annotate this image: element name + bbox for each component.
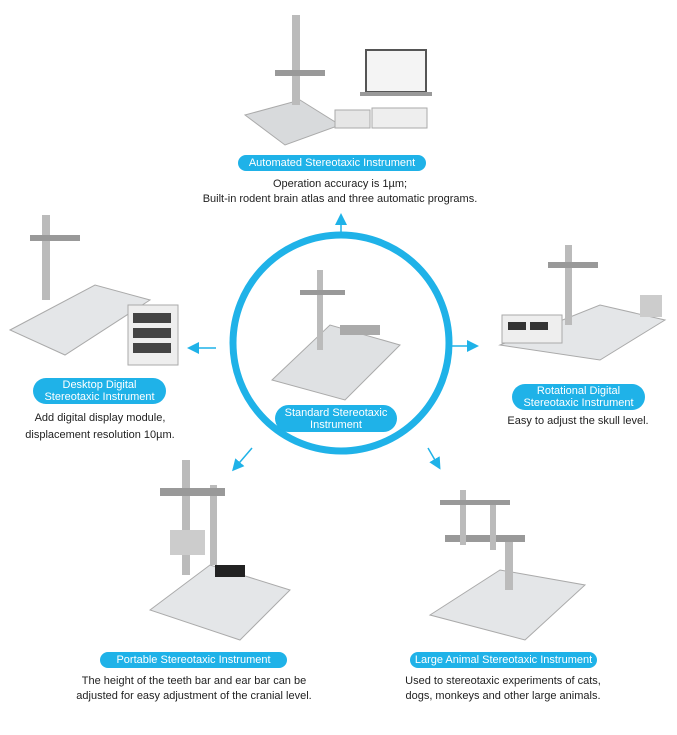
portable-description: The height of the teeth bar and ear bar …	[44, 674, 344, 704]
desc-line: dogs, monkeys and other large animals.	[405, 690, 601, 702]
large-animal-description: Used to stereotaxic experiments of cats,…	[383, 674, 623, 704]
desc-line: Used to stereotaxic experiments of cats,	[405, 675, 601, 687]
desc-line: displacement resolution 10µm.	[25, 429, 175, 441]
desc-line: Built-in rodent brain atlas and three au…	[202, 193, 478, 205]
desktop-title-line2: Stereotaxic Instrument	[44, 391, 155, 403]
rotational-title-line2: Stereotaxic Instrument	[523, 397, 634, 409]
desc-line: The height of the teeth bar and ear bar …	[81, 675, 307, 687]
label-large-animal: Large Animal Stereotaxic Instrument	[410, 652, 597, 668]
large-animal-title: Large Animal Stereotaxic Instrument	[414, 654, 593, 666]
rotational-title-line1: Rotational Digital	[536, 385, 621, 397]
desc-line: adjusted for easy adjustment of the cran…	[76, 690, 312, 702]
label-portable: Portable Stereotaxic Instrument	[100, 652, 287, 668]
automated-description: Operation accuracy is 1µm; Built-in rode…	[140, 177, 540, 207]
center-label-standard: Standard Stereotaxic Instrument	[275, 405, 397, 432]
desktop-description: Add digital display module, displacement…	[0, 410, 200, 444]
automated-instrument-image	[243, 15, 432, 146]
desc-line: Operation accuracy is 1µm;	[272, 178, 408, 190]
arrow-down-right	[427, 447, 441, 470]
label-automated: Automated Stereotaxic Instrument	[238, 155, 426, 171]
rotational-description: Easy to adjust the skull level.	[478, 414, 677, 429]
standard-instrument-image	[271, 270, 401, 401]
desktop-title-line1: Desktop Digital	[62, 379, 137, 391]
label-rotational-digital: Rotational Digital Stereotaxic Instrumen…	[512, 384, 645, 410]
portable-instrument-image	[148, 460, 291, 641]
desktop-instrument-image	[8, 215, 179, 366]
large-animal-instrument-image	[428, 490, 587, 641]
label-desktop-digital: Desktop Digital Stereotaxic Instrument	[33, 378, 166, 404]
rotational-instrument-image	[498, 245, 667, 361]
center-title-line1: Standard Stereotaxic	[284, 406, 388, 419]
automated-title: Automated Stereotaxic Instrument	[248, 157, 416, 169]
portable-title: Portable Stereotaxic Instrument	[116, 654, 271, 666]
arrow-down-left	[232, 447, 253, 472]
center-title-line2: Instrument	[310, 418, 362, 431]
desc-line: Add digital display module,	[34, 412, 166, 424]
desc-line: Easy to adjust the skull level.	[507, 415, 649, 427]
